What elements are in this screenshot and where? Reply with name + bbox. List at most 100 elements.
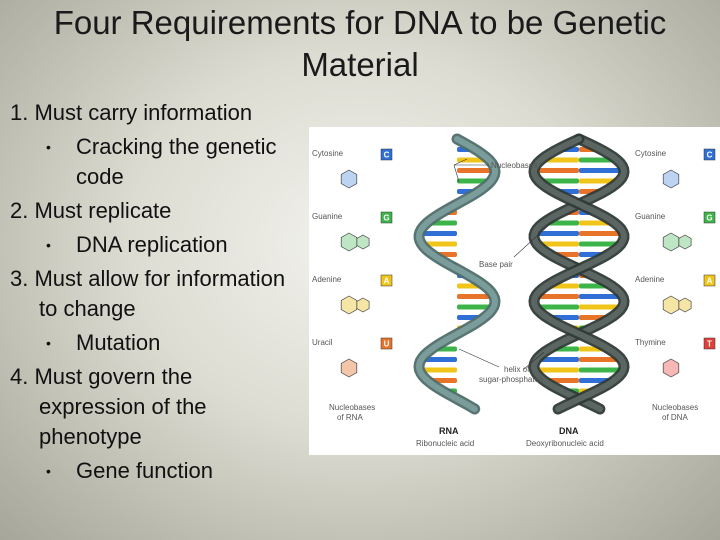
rna-helix-backbone-highlight: [415, 136, 499, 412]
right-base-label-4: Thymine: [635, 338, 666, 347]
dna-base-pair: [534, 304, 579, 310]
requirement-4-detail-text: Gene function: [76, 458, 213, 483]
requirement-1-detail: • Cracking the genetic code: [10, 132, 300, 192]
left-badge-letter-3: A: [384, 277, 390, 286]
dna-base-pair: [579, 157, 615, 163]
right-molecule-3: [662, 295, 680, 315]
requirement-4: 4. Must govern the expression of the phe…: [10, 364, 207, 449]
left-base-label-2: Guanine: [312, 212, 343, 221]
right-badge-letter-1: C: [707, 151, 713, 160]
dna-base-pair: [538, 357, 579, 362]
dna-base-pair: [579, 231, 623, 236]
bullet-icon: •: [46, 463, 51, 479]
nucleobases-callout: Nucleobases: [491, 161, 537, 170]
slide-title: Four Requirements for DNA to be Genetic …: [0, 2, 720, 86]
right-caption-line2: of DNA: [662, 413, 688, 422]
bullet-icon: •: [46, 139, 51, 155]
left-caption-line1: Nucleobases: [329, 403, 375, 412]
right-molecule-2: [662, 232, 680, 252]
dna-base-pair: [534, 168, 579, 173]
rna-subtitle: Ribonucleic acid: [416, 439, 474, 448]
dna-base-pair: [534, 367, 579, 373]
rna-base: [419, 367, 457, 373]
right-molecule-ring-2: [678, 234, 692, 250]
left-badge-3: [380, 274, 393, 287]
rna-base: [457, 294, 493, 299]
rna-base: [457, 304, 495, 310]
right-badge-letter-4: T: [707, 340, 712, 349]
right-nucleobase-column: Cytosine Guanine Adenine Thymine Nucleob…: [635, 149, 698, 422]
requirement-2-detail-text: DNA replication: [76, 232, 228, 257]
rna-base: [420, 231, 457, 236]
left-badge-4: [380, 337, 393, 350]
right-badge-4: [703, 337, 716, 350]
right-badge-1: [703, 148, 716, 161]
requirement-2: 2. Must replicate: [10, 198, 172, 223]
dna-base-pair: [579, 367, 624, 373]
dna-base-pair: [535, 231, 579, 236]
right-badge-3: [703, 274, 716, 287]
dna-helix-backbone-highlight: [530, 136, 628, 412]
dna-title: DNA: [559, 426, 579, 436]
dna-subtitle: Deoxyribonucleic acid: [526, 439, 604, 448]
left-nucleobase-column: Cytosine Guanine Adenine Uracil Nucleoba…: [312, 149, 375, 422]
bullet-icon: •: [46, 335, 51, 351]
requirements-list: 1. Must carry information • Cracking the …: [10, 98, 300, 490]
right-base-label-1: Cytosine: [635, 149, 667, 158]
dna-helix-backbone-2-highlight: [530, 136, 628, 412]
left-molecule-ring-2: [356, 234, 370, 250]
requirement-3-detail-text: Mutation: [76, 330, 161, 355]
dna-helix: [528, 133, 630, 415]
right-base-label-2: Guanine: [635, 212, 666, 221]
helix-callout-line2: sugar-phosphates: [479, 375, 543, 384]
left-molecule-ring-3: [356, 297, 370, 313]
left-molecule-3: [340, 295, 358, 315]
left-badge-2: [380, 211, 393, 224]
helix-illustration: Cytosine Guanine Adenine Uracil Nucleoba…: [312, 133, 716, 448]
rna-base: [422, 357, 457, 362]
dna-base-pair: [535, 241, 579, 247]
requirement-3: 3. Must allow for information to change: [10, 266, 286, 321]
slide-title-line1: Four Requirements for DNA to be Genetic: [53, 4, 667, 41]
requirement-2-detail: • DNA replication: [10, 230, 300, 260]
right-badge-letter-3: A: [707, 277, 713, 286]
left-molecule-2: [340, 232, 358, 252]
left-badge-letter-2: G: [383, 214, 389, 223]
left-base-label-1: Cytosine: [312, 149, 344, 158]
diagram-callouts: Nucleobases Base pair helix of sugar-pho…: [453, 158, 550, 384]
right-molecule-4: [662, 358, 680, 378]
rna-helix: [413, 133, 501, 415]
right-molecule-1: [662, 169, 680, 189]
base-pair-callout: Base pair: [479, 260, 513, 269]
dna-base-pair: [543, 157, 579, 163]
right-caption-line1: Nucleobases: [652, 403, 698, 412]
left-badge-1: [380, 148, 393, 161]
right-badge-2: [703, 211, 716, 224]
dna-base-pair: [536, 294, 579, 299]
dna-base-pair: [579, 294, 622, 299]
left-caption-line2: of RNA: [337, 413, 363, 422]
rna-title: RNA: [439, 426, 459, 436]
left-base-label-3: Adenine: [312, 275, 342, 284]
left-badge-letter-4: U: [384, 340, 390, 349]
requirement-4-detail: • Gene function: [10, 456, 300, 486]
left-badge-letter-1: C: [384, 151, 390, 160]
dna-base-pair: [579, 304, 624, 310]
slide-title-line2: Material: [301, 46, 419, 83]
helix-callout-line1: helix of: [504, 365, 530, 374]
requirement-1: 1. Must carry information: [10, 100, 253, 125]
rna-base: [457, 157, 487, 163]
left-molecule-4: [340, 358, 358, 378]
requirement-1-detail-text: Cracking the genetic code: [76, 134, 277, 189]
left-molecule-1: [340, 169, 358, 189]
bullet-icon: •: [46, 237, 51, 253]
requirement-3-detail: • Mutation: [10, 328, 300, 358]
rna-dna-diagram: Cytosine Guanine Adenine Uracil Nucleoba…: [309, 127, 720, 455]
right-molecule-ring-3: [678, 297, 692, 313]
dna-base-pair: [579, 357, 620, 362]
right-base-label-3: Adenine: [635, 275, 665, 284]
dna-base-pair: [579, 168, 624, 173]
dna-base-pair: [579, 241, 623, 247]
rna-base: [457, 168, 495, 173]
left-base-label-4: Uracil: [312, 338, 333, 347]
